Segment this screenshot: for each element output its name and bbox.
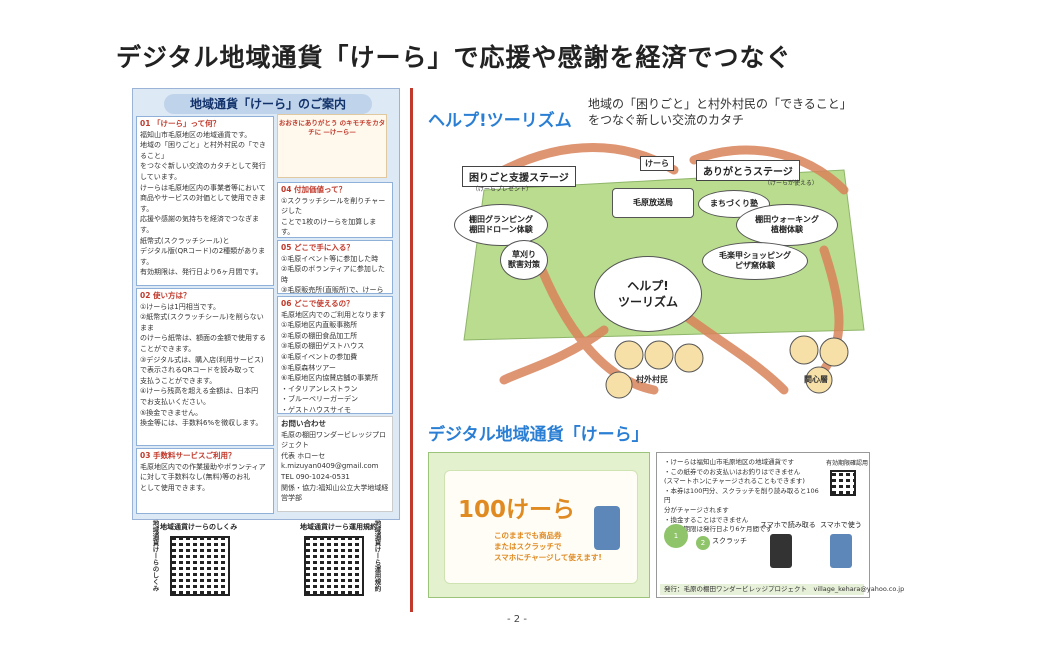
stage-support-note: （けーらプレゼント） [472,186,533,193]
step-1: 1 [664,524,688,548]
person-icon [789,335,819,365]
step-scratch: スクラッチ [712,537,747,545]
qr-label-rules: 地域通貨けーら運用規約 [300,523,377,531]
page-title: デジタル地域通貨「けーら」で応援や感謝を経済でつなぐ [116,43,792,72]
bubble-shopping: 毛楽甲ショッピング ピザ窯体験 [702,242,808,280]
qr-code-rules[interactable] [304,536,364,596]
qr-code-mechanism[interactable] [170,536,230,596]
phone-pay-icon [830,534,852,568]
bubble-glamping: 棚田グランピング 棚田ドローン体験 [454,204,548,246]
section-what-is: 01 「けーら」って何？ 福知山市毛原地区の地域通貨です。 地域の「困りごと」と… [136,116,274,286]
stage-support: 困りごと支援ステージ [462,166,576,187]
bubble-help-tourism: ヘルプ! ツーリズム [594,256,702,332]
people-outside-villagers: 村外村民 [636,375,668,384]
section-where-use: 06 どこで使えるの？ 毛原地区内でのご利用となります ①毛原地区内直販事務所 … [277,296,393,414]
thanks-card: おおきにありがとう のキモチをカタチに —けーら— [277,114,387,178]
qr-vertical-mechanism: 地域通貨けーらのしくみ [151,520,159,592]
phone-scan-icon [770,534,792,568]
person-icon [674,343,704,373]
section-contact: お問い合わせ 毛原の棚田ワンダービレッジプロジェクト 代表 ホローセ k.miz… [277,416,393,512]
help-tourism-description: 地域の「困りごと」と村外村民の「できること」 をつなぐ新しい交流のカタチ [588,97,852,127]
digital-currency-heading: デジタル地域通貨「けーら」 [428,425,649,445]
person-icon [805,366,833,394]
step-2: 2 [696,536,710,550]
bubble-broadcast: 毛原放送局 [612,188,694,218]
step-scan: スマホで読み取る [760,521,816,529]
help-tourism-heading: ヘルプ!ツーリズム [428,111,572,131]
voucher-issuer: 発行：毛原の棚田ワンダービレッジプロジェクト village_kehara@ya… [660,584,904,595]
help-tourism-illustration: 困りごと支援ステージ （けーらプレゼント） ありがとうステージ （けーらが使える… [444,130,872,410]
step-pay: スマホで使う [820,521,862,529]
people-interested: 関心層 [804,375,828,384]
person-icon [644,340,674,370]
validity-qr[interactable] [830,470,856,496]
person-icon [819,337,849,367]
voucher-text: このままでも商品券 またはスクラッチで スマホにチャージして使えます! [494,531,602,562]
person-icon [605,371,633,399]
voucher-amount: 100けーら [458,497,576,523]
bubble-mowing: 草刈り 獣害対策 [500,240,548,280]
section-where-get: 05 どこで手に入る？ ①毛原イベント等に参加した時 ②毛原のボランティアに参加… [277,240,393,294]
bubble-walking: 棚田ウォーキング 植樹体験 [736,204,838,246]
stage-thanks-note: （けーらが使える） [764,180,818,187]
keera-tag: けーら [640,156,674,171]
section-service: 03 手数料サービスご利用？ 毛原地区内での作業援助やボランティア に対して手数… [136,448,274,514]
page-number: - 2 - [507,614,527,625]
qr-label-mechanism: 地域通貨けーらのしくみ [160,523,238,531]
section-how-to-use: 02 使い方は？ ①けーらは1円相当です。 ②紙幣式(スクラッチシール)を削らな… [136,288,274,446]
stage-thanks: ありがとうステージ [696,160,800,181]
phone-icon [594,506,620,550]
currency-guide-header: 地域通貨「けーら」のご案内 [164,94,372,114]
validity-label: 有効期限確認用 [826,460,869,467]
column-divider [410,88,413,612]
qr-vertical-rules: 地域通貨けーら運用規約 [373,520,381,592]
voucher-info-text: ・けーらは福知山市毛原地区の地域通貨です ・この紙券でのお支払いはお釣りはできま… [664,458,819,534]
section-added-value: 04 付加価値って？ ①スクラッチシールを削りチャージした ことで1枚のけーらを… [277,182,393,238]
person-icon [614,340,644,370]
